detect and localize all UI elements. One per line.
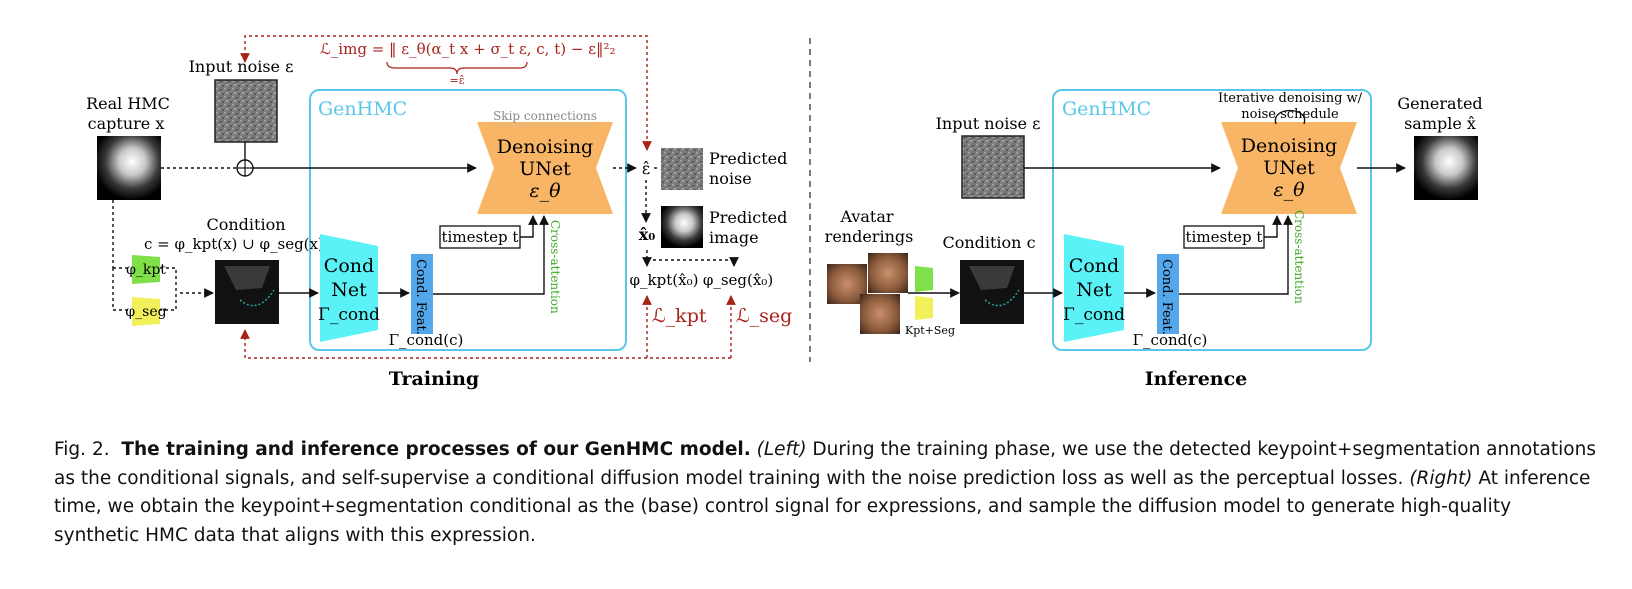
loss-img-formula: ℒ_img = ‖ ε_θ(α_t x + σ_t ε, c, t) − ε‖²…: [320, 40, 616, 58]
input-noise-image: [961, 135, 1025, 199]
cross-attention-label: Cross-attention: [1292, 210, 1306, 304]
eps-hat-label: ε̂: [642, 159, 650, 178]
input-noise-label: Input noise ε: [936, 114, 1041, 133]
input-noise-label: Input noise ε: [189, 57, 294, 76]
cross-attention-label: Cross-attention: [548, 220, 562, 314]
predicted-image-label-1: Predicted: [709, 208, 787, 227]
unet-label-3: ε_θ: [1273, 179, 1305, 201]
phi-kpt-label: φ_kpt: [126, 262, 166, 278]
avatar-label-1: Avatar: [839, 207, 893, 226]
loss-seg-label: ℒ_seg: [736, 305, 792, 327]
cond-net: [1064, 234, 1124, 342]
loss-bottom-path: [240, 329, 731, 359]
unet-label-1: Denoising: [1241, 135, 1337, 157]
pipeline-diagram: GenHMC Skip connections Denoising UNet ε…: [86, 35, 1483, 390]
phi-seg-box: [132, 297, 160, 326]
cond-feat-label: Cond. Feat.: [413, 259, 428, 335]
timestep-label: timestep t: [1186, 228, 1263, 246]
caption-fig-number: Fig. 2.: [54, 439, 110, 460]
condition-label: Condition c: [942, 233, 1035, 252]
phi-kpt-x0-label: φ_kpt(x̂₀): [630, 271, 699, 289]
cond-net-label-2: Net: [1076, 279, 1112, 301]
denoising-unet: [1221, 122, 1357, 214]
cond-net-label-1: Cond: [324, 255, 374, 277]
genhmc-label: GenHMC: [1062, 98, 1151, 120]
gamma-cond-c-label: Γ_cond(c): [389, 331, 464, 349]
predicted-noise-label-2: noise: [709, 169, 752, 188]
predicted-image: [661, 206, 703, 248]
loss-img-path: [240, 35, 652, 151]
loss-img-underbrace: [386, 61, 528, 75]
cond-feat-box: [1157, 254, 1179, 334]
caption-left-text: During the training phase, we use the de…: [54, 439, 1596, 489]
predicted-noise-image: [661, 148, 703, 190]
training-title: Training: [389, 368, 479, 390]
feat-to-unet: [433, 215, 549, 295]
cond-net-label-1: Cond: [1069, 255, 1119, 277]
caption-left-tag: (Left): [756, 439, 807, 460]
iterative-loop: [1274, 110, 1306, 125]
genhmc-box: [1052, 89, 1372, 351]
real-hmc-label-2: capture x: [88, 114, 165, 133]
generated-sample-image: [1414, 136, 1478, 200]
unet-label-1: Denoising: [497, 136, 593, 158]
figure-caption: Fig. 2. The training and inference proce…: [54, 436, 1599, 550]
phi-seg-label: φ_seg: [125, 304, 166, 320]
phi-kpt-box: [132, 255, 160, 284]
phis-merge: [160, 267, 177, 311]
unet-label-3: ε_θ: [529, 180, 561, 202]
genhmc-label: GenHMC: [318, 98, 407, 120]
generated-label-1: Generated: [1397, 94, 1482, 113]
avatar-label-2: renderings: [825, 227, 914, 246]
avatar-render-2: [868, 253, 908, 293]
input-noise-image: [214, 79, 278, 143]
timestep-label: timestep t: [442, 228, 519, 246]
training-panel: GenHMC Skip connections Denoising UNet ε…: [86, 35, 792, 390]
cond-feat-label: Cond. Feat.: [1159, 259, 1174, 335]
condition-label: Condition: [206, 215, 285, 234]
predicted-image-label-2: image: [709, 228, 759, 247]
x0-hat-label: x̂₀: [639, 225, 656, 244]
kpt-box: [915, 266, 933, 292]
loss-img-underbrace-label: =ε̂: [450, 74, 465, 87]
cond-net-label-3: Γ_cond: [318, 305, 380, 325]
seg-box: [915, 296, 933, 320]
caption-right-text: At inference time, we obtain the keypoin…: [54, 467, 1591, 546]
inference-panel: GenHMC Iterative denoising w/ noise sche…: [825, 89, 1483, 390]
real-hmc-image: [97, 136, 161, 200]
hmc-to-phis: [112, 200, 130, 311]
iterative-label-2: noise schedule: [1241, 107, 1339, 122]
kpt-seg-label: Kpt+Seg: [905, 324, 955, 337]
cond-net-label-2: Net: [331, 279, 367, 301]
unet-label-2: UNet: [519, 158, 571, 180]
iterative-label-1: Iterative denoising w/: [1218, 91, 1363, 106]
caption-right-tag: (Right): [1409, 467, 1473, 489]
caption-bold-title: The training and inference processes of …: [121, 439, 751, 460]
real-hmc-label-1: Real HMC: [86, 94, 170, 113]
generated-label-2: sample x̂: [1404, 114, 1476, 133]
cond-net-label-3: Γ_cond: [1063, 305, 1125, 325]
cond-net: [320, 234, 378, 342]
cond-feat-box: [411, 254, 433, 334]
condition-formula: c = φ_kpt(x) ∪ φ_seg(x): [144, 235, 324, 253]
unet-label-2: UNet: [1263, 157, 1315, 179]
skip-connections-label: Skip connections: [493, 109, 597, 123]
avatar-render-3: [860, 294, 900, 334]
loss-kpt-label: ℒ_kpt: [652, 305, 707, 327]
gamma-cond-c-label: Γ_cond(c): [1133, 331, 1208, 349]
predicted-noise-label-1: Predicted: [709, 149, 787, 168]
inference-title: Inference: [1145, 368, 1248, 390]
phi-seg-x0-label: φ_seg(x̂₀): [703, 271, 773, 289]
